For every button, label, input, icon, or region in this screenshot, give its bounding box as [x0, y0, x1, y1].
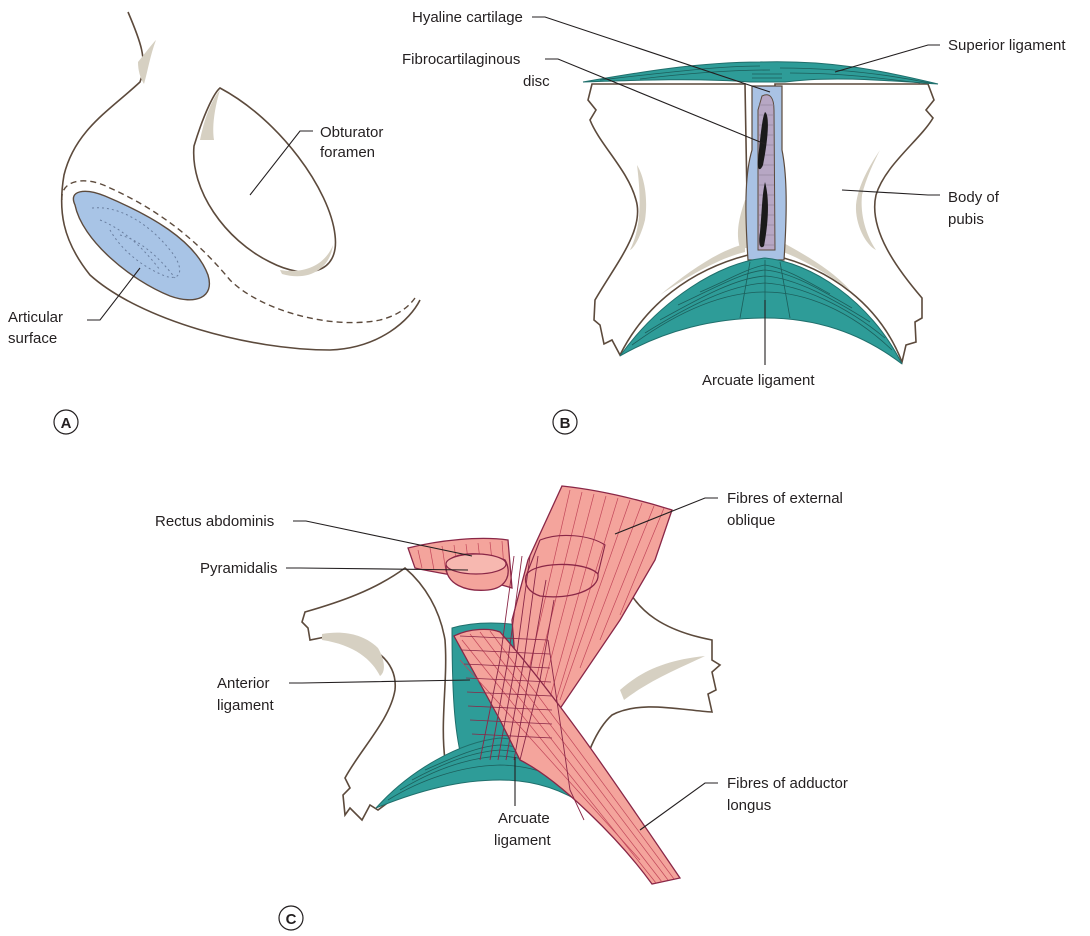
- label-hyaline-cartilage-line1: Hyaline cartilage: [412, 9, 523, 26]
- label-anterior-ligament: Anterior ligament: [217, 675, 275, 714]
- panel-a: Obturator foramen Articular surface A: [8, 12, 420, 434]
- label-hyaline-cartilage: Hyaline cartilage: [412, 9, 523, 26]
- label-fibres-adductor-longus-line1: Fibres of adductor: [727, 775, 848, 792]
- label-arcuate-ligament-b: Arcuate ligament: [702, 372, 815, 389]
- label-superior-ligament-line1: Superior ligament: [948, 37, 1066, 54]
- leader-superior-ligament: [835, 45, 940, 72]
- label-superior-ligament: Superior ligament: [948, 37, 1066, 54]
- label-arcuate-ligament-c-line2: ligament: [494, 832, 552, 849]
- label-obturator-foramen-line1: Obturator: [320, 124, 383, 141]
- label-anterior-ligament-line2: ligament: [217, 697, 275, 714]
- label-body-of-pubis: Body of pubis: [948, 189, 1003, 228]
- label-anterior-ligament-line1: Anterior: [217, 675, 270, 692]
- foramen-shading: [200, 90, 220, 140]
- panel-c: Rectus abdominis Pyramidalis Fibres of e…: [155, 486, 852, 930]
- leader-rectus-abdominis: [293, 521, 472, 556]
- label-arcuate-ligament-b-line1: Arcuate ligament: [702, 372, 815, 389]
- label-body-of-pubis-line2: pubis: [948, 211, 984, 228]
- label-rectus-abdominis-line1: Rectus abdominis: [155, 513, 274, 530]
- label-pyramidalis: Pyramidalis: [200, 560, 278, 577]
- leader-fibres-adductor-longus: [640, 783, 718, 830]
- label-fibres-adductor-longus-line2: longus: [727, 797, 771, 814]
- obturator-foramen: [194, 88, 336, 272]
- label-articular-surface: Articular surface: [8, 309, 67, 347]
- label-obturator-foramen-line2: foramen: [320, 144, 375, 161]
- label-fibrocartilaginous-disc-line2: disc: [523, 73, 550, 90]
- superior-ligament: [583, 62, 938, 84]
- label-rectus-abdominis: Rectus abdominis: [155, 513, 274, 530]
- foramen-lower-shading: [280, 245, 333, 276]
- label-obturator-foramen: Obturator foramen: [320, 124, 388, 161]
- label-arcuate-ligament-c-line1: Arcuate: [498, 810, 550, 827]
- label-body-of-pubis-line1: Body of: [948, 189, 1000, 206]
- panel-b-letter: B: [560, 415, 571, 432]
- label-fibres-external-oblique: Fibres of external oblique: [727, 490, 847, 529]
- c-pyramidalis-top: [446, 554, 506, 574]
- panel-b: Hyaline cartilage Fibrocartilaginous dis…: [402, 9, 1066, 434]
- panel-a-letter: A: [61, 415, 72, 432]
- label-fibres-adductor-longus: Fibres of adductor longus: [727, 775, 852, 814]
- panel-c-letter: C: [286, 911, 297, 928]
- label-arcuate-ligament-c: Arcuate ligament: [494, 810, 554, 849]
- label-fibres-external-oblique-line1: Fibres of external: [727, 490, 843, 507]
- label-fibrocartilaginous-disc: Fibrocartilaginous disc: [402, 51, 550, 90]
- label-articular-surface-line1: Articular: [8, 309, 63, 326]
- label-fibres-external-oblique-line2: oblique: [727, 512, 775, 529]
- label-pyramidalis-line1: Pyramidalis: [200, 560, 278, 577]
- label-articular-surface-line2: surface: [8, 330, 57, 347]
- label-fibrocartilaginous-disc-line1: Fibrocartilaginous: [402, 51, 520, 68]
